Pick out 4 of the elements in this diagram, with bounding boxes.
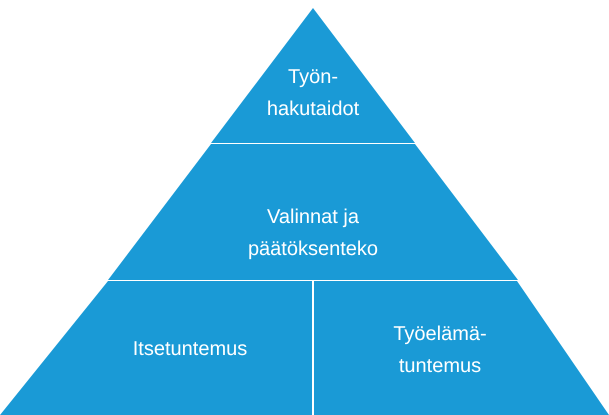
- tier-label: Työn- hakutaidot: [266, 65, 360, 122]
- tier-label: Valinnat ja päätöksenteko: [246, 205, 380, 262]
- tier-label: Työelämä- tuntemus: [392, 322, 488, 379]
- tier-label: Itsetuntemus: [132, 337, 248, 362]
